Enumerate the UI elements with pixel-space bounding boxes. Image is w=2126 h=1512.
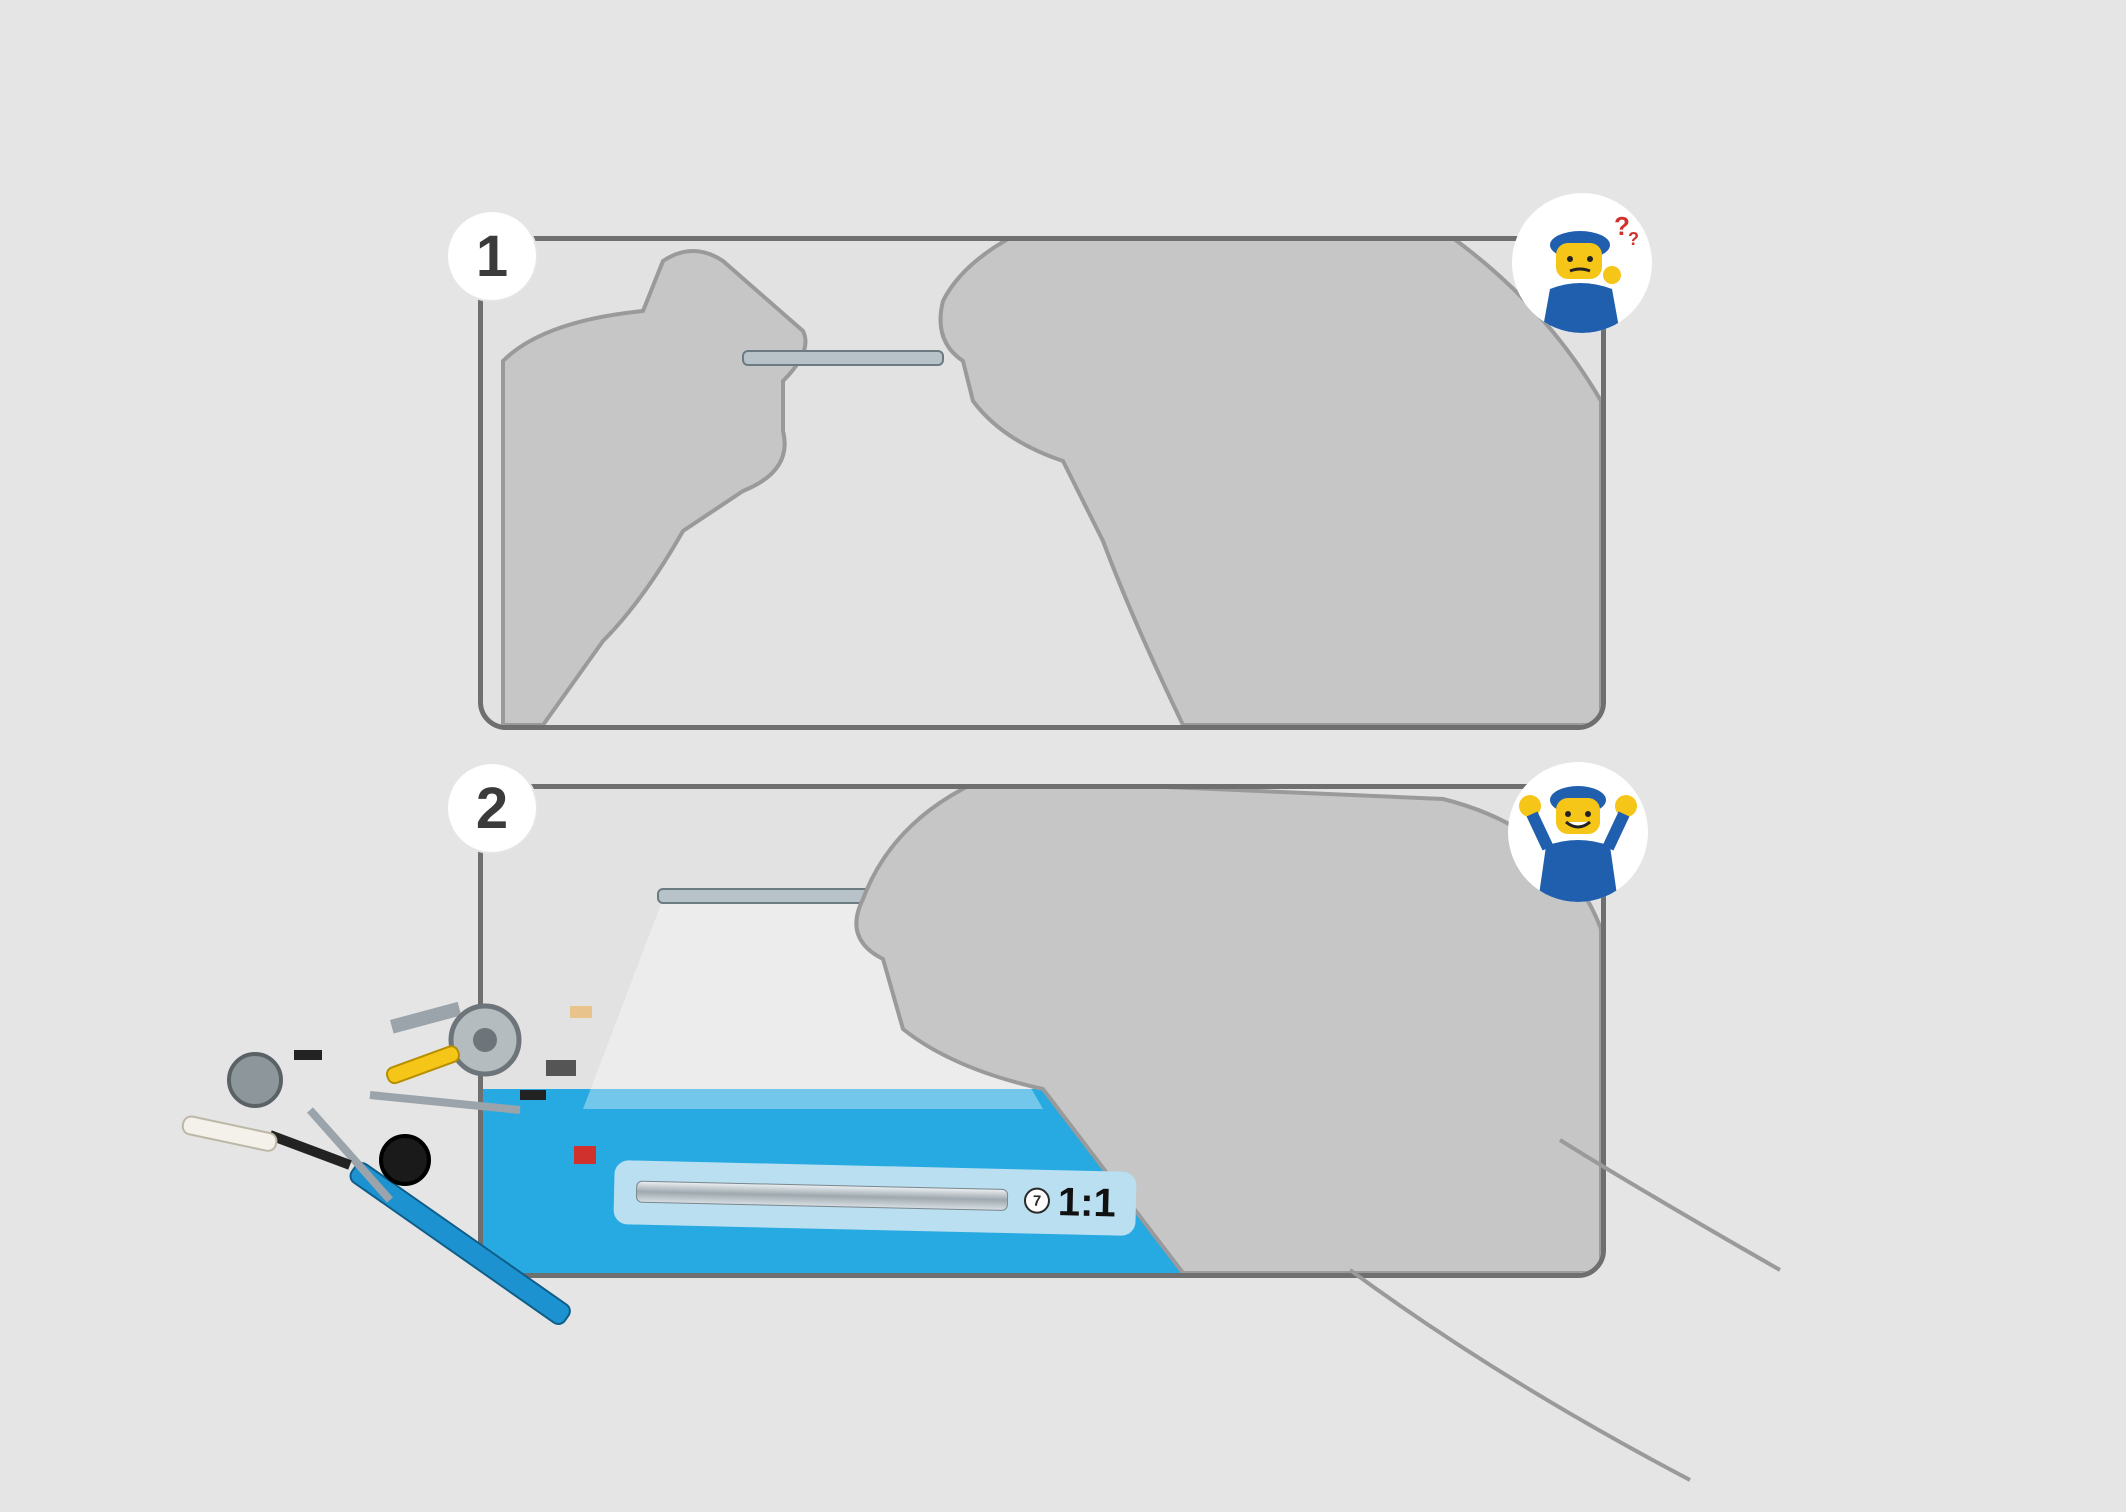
yellow-beam-icon [385,1045,460,1085]
svg-text:?: ? [1614,211,1630,241]
part-scale-callout: 7 1:1 [613,1160,1137,1236]
part-count-badge: 7 [1023,1187,1051,1214]
step-number-2: 2 [448,764,536,852]
grey-connector-icon [390,1001,462,1034]
grey-gear-icon [227,1052,283,1108]
black-gear-icon [379,1134,431,1186]
scale-ratio-label: 1:1 [1057,1180,1117,1226]
grey-axle-icon [307,1107,393,1203]
svg-text:?: ? [1628,229,1639,249]
left-hand-illustration [501,249,808,725]
right-hand-illustration [938,241,1601,725]
confused-minifigure-icon: ? ? [1512,193,1652,333]
happy-minifigure-icon [1508,762,1648,902]
black-axle-icon [268,1130,352,1170]
axle-scale-icon [635,1180,1009,1212]
step-1-illustration [501,241,1601,725]
step-number-1: 1 [448,212,536,300]
black-pin-icon [294,1050,322,1060]
white-beam-icon [181,1115,278,1152]
step-1-panel [478,236,1606,730]
axle-short [742,350,944,366]
